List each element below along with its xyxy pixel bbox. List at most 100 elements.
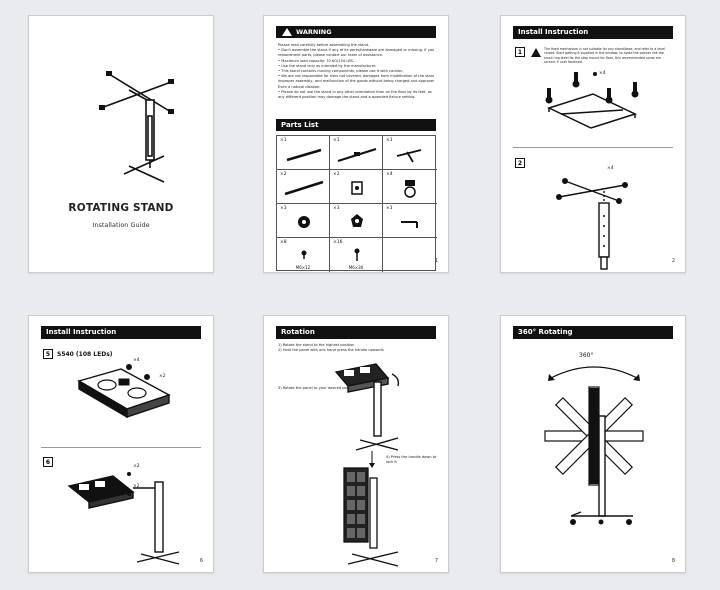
qty-label: ×4 (133, 358, 140, 363)
cover-title: ROTATING STAND (68, 202, 174, 214)
warning-header: WARNING (276, 26, 436, 38)
warning-line: • We are not responsible for risks not c… (278, 74, 434, 79)
warning-icon (531, 48, 541, 57)
page-cover[interactable]: ROTATING STAND Installation Guide (28, 15, 214, 273)
warning-line: • Don't assemble the stand if any of its… (278, 48, 434, 53)
panel-mount-diagram (67, 472, 180, 565)
qty-label: ×2 (133, 484, 140, 489)
part-wrench-icon (401, 221, 418, 228)
part-cell: ×1 (330, 136, 383, 170)
page-number: 7 (434, 558, 438, 564)
part-cell: ×8 M6×12 (277, 238, 330, 272)
warning-line: Please read carefully before assembling … (278, 43, 370, 47)
divider (513, 147, 673, 148)
part-cell: ×3 (277, 204, 330, 238)
install-header: Install Instruction (41, 326, 201, 339)
part-cell: ×1 (383, 136, 437, 170)
part-qty: ×2 (333, 172, 340, 177)
page-rotation[interactable]: Rotation 1) Rotate the stand to the high… (263, 315, 449, 573)
page-number: 1 (434, 258, 438, 264)
part-cell: ×2 (330, 170, 383, 204)
part-screw-icon (301, 250, 307, 259)
page-number: 8 (671, 558, 675, 564)
page-install-5-6[interactable]: Install Instruction 5 S540 (108 LEDs) ×4… (28, 315, 214, 573)
cover-subtitle: Installation Guide (92, 221, 150, 229)
step-number: 2 (515, 158, 525, 168)
part-caption: M6×12 (295, 265, 311, 270)
part-qty: ×2 (280, 172, 287, 177)
part-cell: ×4 (383, 170, 437, 204)
down-arrow-icon (369, 451, 375, 468)
model-label: S540 (108 LEDs) (57, 351, 113, 358)
part-qty: ×1 (386, 138, 393, 143)
step1-note: The fixed mechanism is not suitable for … (544, 47, 665, 65)
warning-line: • Use the stand only as intended by the … (278, 63, 377, 68)
rotation-stand-vertical (343, 467, 399, 567)
warning-icon (282, 28, 292, 36)
rotating-header: 360° Rotating (513, 326, 673, 339)
part-caption: M6×30 (348, 265, 364, 270)
warning-line: • This stand contains moving components,… (278, 69, 404, 74)
warning-line: replacement parts, please contact our te… (278, 53, 384, 58)
warning-line: improper assembly, and malfunction of th… (278, 79, 434, 84)
page-install-1-2[interactable]: Install Instruction 1 The fixed mechanis… (500, 15, 686, 273)
part-qty: ×3 (280, 206, 287, 211)
warning-list: Please read carefully before assembling … (278, 43, 434, 100)
rotating-panels-diagram (544, 386, 644, 525)
part-caster-icon (404, 180, 416, 198)
part-cell: ×1 (277, 136, 330, 170)
warning-line: • Please do not use the stand in any oth… (278, 89, 432, 94)
base-caster-diagram (545, 72, 639, 129)
part-qty: ×3 (333, 206, 340, 211)
part-qty: ×8 (280, 240, 287, 245)
divider (41, 447, 201, 448)
part-qty: ×1 (280, 138, 287, 143)
column-assembly-diagram (556, 178, 628, 270)
step2-qty: ×4 (607, 166, 614, 171)
qty-label: ×2 (133, 464, 140, 469)
rotation-step: 4) Press the handle down to lock it (386, 455, 437, 465)
rotation-arc-icon (548, 366, 640, 381)
warning-line: any different position may damage the st… (278, 95, 416, 100)
rotation-stand-top (334, 363, 400, 451)
qty-label: ×2 (159, 374, 166, 379)
step-number: 1 (515, 47, 525, 57)
step1-qty: ×4 (599, 71, 606, 76)
light-panel-diagram (77, 364, 171, 419)
parts-grid: ×1 ×1 ×1 ×2 ×2 ×4 ×3 ×3 ×1 ×8 M6×12 ×16 … (276, 135, 437, 272)
stand-illustration (99, 71, 174, 183)
part-qty: ×1 (333, 138, 340, 143)
part-cell: ×1 (383, 204, 437, 238)
rotation-step: 2) Hold the panel with one hand press th… (278, 348, 384, 353)
angle-label: 360° (579, 352, 594, 359)
part-bar-icon (286, 148, 322, 162)
parts-header: Parts List (276, 119, 436, 131)
page-number: 6 (199, 558, 203, 564)
part-bar-icon (337, 148, 377, 162)
part-cell: ×3 (330, 204, 383, 238)
step-number: 6 (43, 457, 53, 467)
rotation-header: Rotation (276, 326, 436, 339)
part-base-icon (396, 149, 422, 163)
warning-line: Even a natural disaster. (278, 84, 321, 89)
warning-line: • Maximum load capacity: 70 KG/154 LBS. (278, 58, 355, 63)
part-screw-icon (354, 248, 360, 261)
warning-title: WARNING (296, 28, 332, 36)
part-bracket-icon (351, 181, 363, 195)
part-knob-icon (351, 214, 363, 227)
part-qty: ×16 (333, 240, 343, 245)
page-number: 2 (671, 258, 675, 264)
part-cell: ×2 (277, 170, 330, 204)
page-360-rotating[interactable]: 360° Rotating 360° 8 (500, 315, 686, 573)
rotation-step: 1) Rotate the stand to the highest posit… (278, 343, 355, 347)
part-rod-icon (284, 180, 324, 196)
part-cell-empty (383, 238, 437, 272)
part-qty: ×1 (386, 206, 393, 211)
part-qty: ×4 (386, 172, 393, 177)
page-warning-parts[interactable]: WARNING Please read carefully before ass… (263, 15, 449, 273)
part-cell: ×16 M6×30 (330, 238, 383, 272)
step-number: 5 (43, 349, 53, 359)
rotation-steps: 1) Rotate the stand to the highest posit… (278, 343, 384, 353)
part-knob-icon (298, 216, 310, 228)
install-header: Install Instruction (513, 26, 673, 39)
